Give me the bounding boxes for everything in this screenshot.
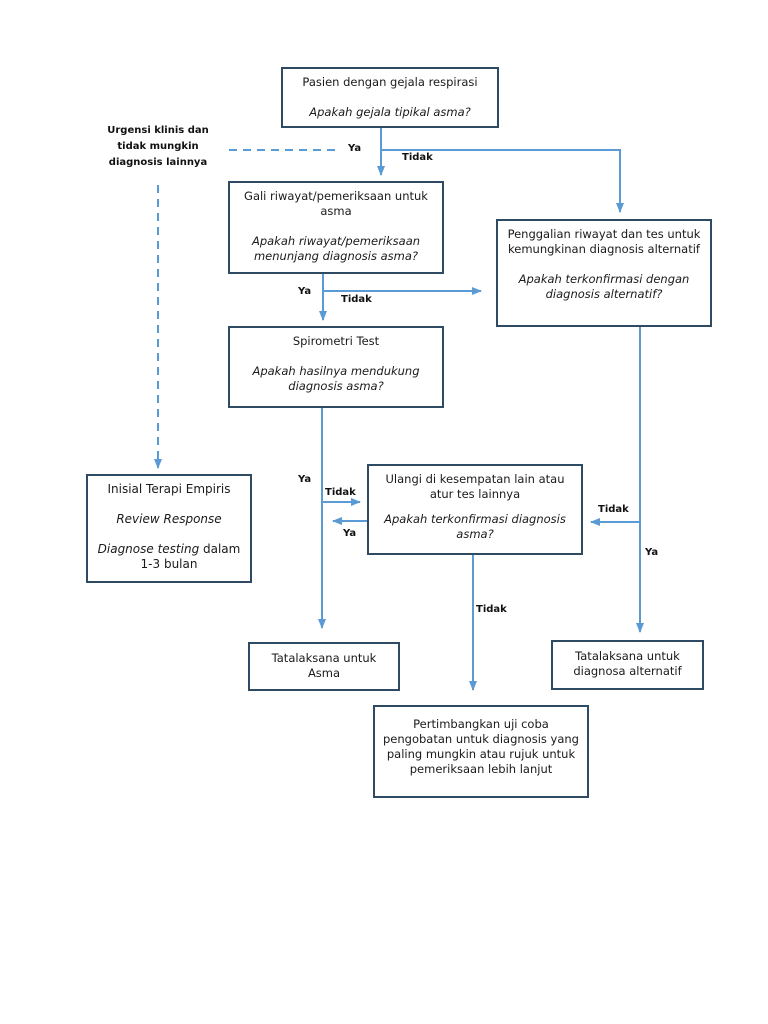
box-alt-history-title: Penggalian riwayat dan tes untuk kemungk… xyxy=(507,227,701,256)
label-no-spirometry: Tidak xyxy=(325,487,356,498)
label-yes-history: Ya xyxy=(298,286,312,297)
box-history-question: Apakah riwayat/pemeriksaan menunjang dia… xyxy=(251,234,421,263)
arrow-start-to-alt-history xyxy=(381,149,624,213)
box-repeat-title: Ulangi di kesempatan lain atau atur tes … xyxy=(385,472,565,501)
label-no-start: Tidak xyxy=(402,152,433,163)
box-empiric-title: Inisial Terapi Empiris xyxy=(107,482,231,496)
label-yes-repeat: Ya xyxy=(343,528,357,539)
box-start-question: Apakah gejala tipikal asma? xyxy=(309,105,471,119)
box-consider-title: Pertimbangkan uji coba pengobatan untuk … xyxy=(383,717,579,776)
box-asthma-tx: Tatalaksana untuk Asma xyxy=(248,642,400,691)
box-empiric-testing-italic: Diagnose testing xyxy=(97,542,200,556)
box-asthma-tx-title: Tatalaksana untuk Asma xyxy=(271,651,377,680)
box-empiric-testing-rest: dalam 1-3 bulan xyxy=(140,542,241,571)
label-no-repeat: Tidak xyxy=(476,604,507,615)
box-alt-tx: Tatalaksana untuk diagnosa alternatif xyxy=(551,640,704,690)
label-no-alt: Tidak xyxy=(598,504,629,515)
box-start-title: Pasien dengan gejala respirasi xyxy=(302,75,478,89)
box-history: Gali riwayat/pemeriksaan untuk asma Apak… xyxy=(228,181,444,274)
box-empiric: Inisial Terapi Empiris Review Response D… xyxy=(86,474,252,583)
label-yes-alt: Ya xyxy=(645,547,659,558)
box-alt-history-question: Apakah terkonfirmasi dengan diagnosis al… xyxy=(518,272,690,301)
box-empiric-review: Review Response xyxy=(116,512,222,526)
box-repeat: Ulangi di kesempatan lain atau atur tes … xyxy=(367,464,583,555)
box-start: Pasien dengan gejala respirasi Apakah ge… xyxy=(281,67,499,128)
box-spirometry-title: Spirometri Test xyxy=(292,334,380,348)
box-empiric-testing: Diagnose testing dalam 1-3 bulan xyxy=(94,542,244,572)
box-spirometry-question: Apakah hasilnya mendukung diagnosis asma… xyxy=(252,364,420,393)
urgency-note: Urgensi klinis dan tidak mungkin diagnos… xyxy=(107,125,209,168)
label-yes-start: Ya xyxy=(348,143,362,154)
box-history-title: Gali riwayat/pemeriksaan untuk asma xyxy=(244,189,428,218)
label-yes-spirometry: Ya xyxy=(298,474,312,485)
box-alt-tx-title: Tatalaksana untuk diagnosa alternatif xyxy=(573,649,682,678)
label-no-history: Tidak xyxy=(341,294,372,305)
box-spirometry: Spirometri Test Apakah hasilnya mendukun… xyxy=(228,326,444,408)
box-repeat-question: Apakah terkonfirmasi diagnosis asma? xyxy=(384,512,566,541)
box-consider: Pertimbangkan uji coba pengobatan untuk … xyxy=(373,705,589,798)
box-alt-history: Penggalian riwayat dan tes untuk kemungk… xyxy=(496,219,712,327)
